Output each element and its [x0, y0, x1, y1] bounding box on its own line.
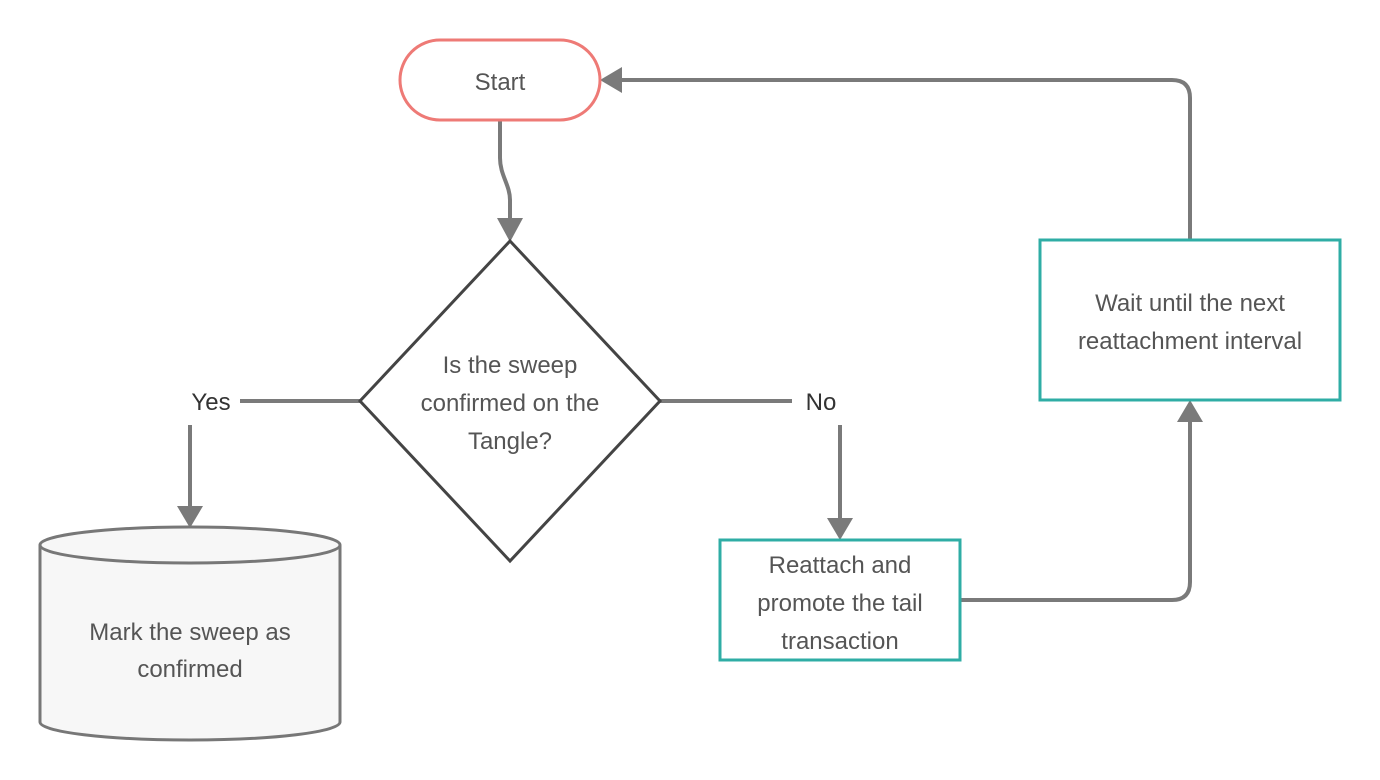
start-label: Start	[475, 69, 526, 96]
edge-label-no: No	[806, 389, 837, 416]
connector-wait-to-start	[622, 78, 1192, 240]
wait-label-line-2: reattachment interval	[1078, 328, 1302, 355]
connector-start-to-decision	[498, 120, 512, 218]
arrow-reattach-to-wait	[1177, 400, 1203, 422]
reattach-node: Reattach and promote the tail transactio…	[718, 538, 962, 662]
decision-label-line-2: confirmed on the	[421, 390, 600, 417]
reattach-label-line-2: promote the tail	[757, 590, 922, 617]
start-node: Start	[398, 38, 602, 122]
arrow-start-to-decision	[497, 218, 523, 242]
confirmed-label-line-1: Mark the sweep as	[89, 619, 290, 646]
decision-diamond-shape	[357, 238, 663, 564]
reattach-label-line-1: Reattach and	[769, 552, 912, 579]
wait-label-line-1: Wait until the next	[1095, 290, 1285, 317]
wait-node: Wait until the next reattachment interva…	[1038, 238, 1342, 402]
confirmed-cylinder-body	[38, 545, 342, 742]
reattach-process-shape	[718, 538, 962, 662]
decision-label-line-3: Tangle?	[468, 428, 552, 455]
arrow-wait-to-start	[600, 67, 622, 93]
connector-reattach-to-wait	[961, 422, 1192, 602]
wait-process-shape	[1038, 238, 1342, 402]
connectors	[177, 67, 1203, 602]
confirmed-label-line-2: confirmed	[137, 656, 242, 683]
start-terminal-shape	[398, 38, 602, 122]
arrow-no-to-reattach	[827, 518, 853, 540]
confirmed-node: Mark the sweep as confirmed	[38, 525, 342, 742]
decision-label-line-1: Is the sweep	[443, 352, 578, 379]
decision-node: Is the sweep confirmed on the Tangle?	[357, 238, 663, 564]
confirmed-cylinder-top	[38, 525, 342, 565]
reattach-label-line-3: transaction	[781, 628, 898, 655]
arrow-yes-to-confirmed	[177, 506, 203, 528]
edge-label-yes: Yes	[191, 389, 230, 416]
